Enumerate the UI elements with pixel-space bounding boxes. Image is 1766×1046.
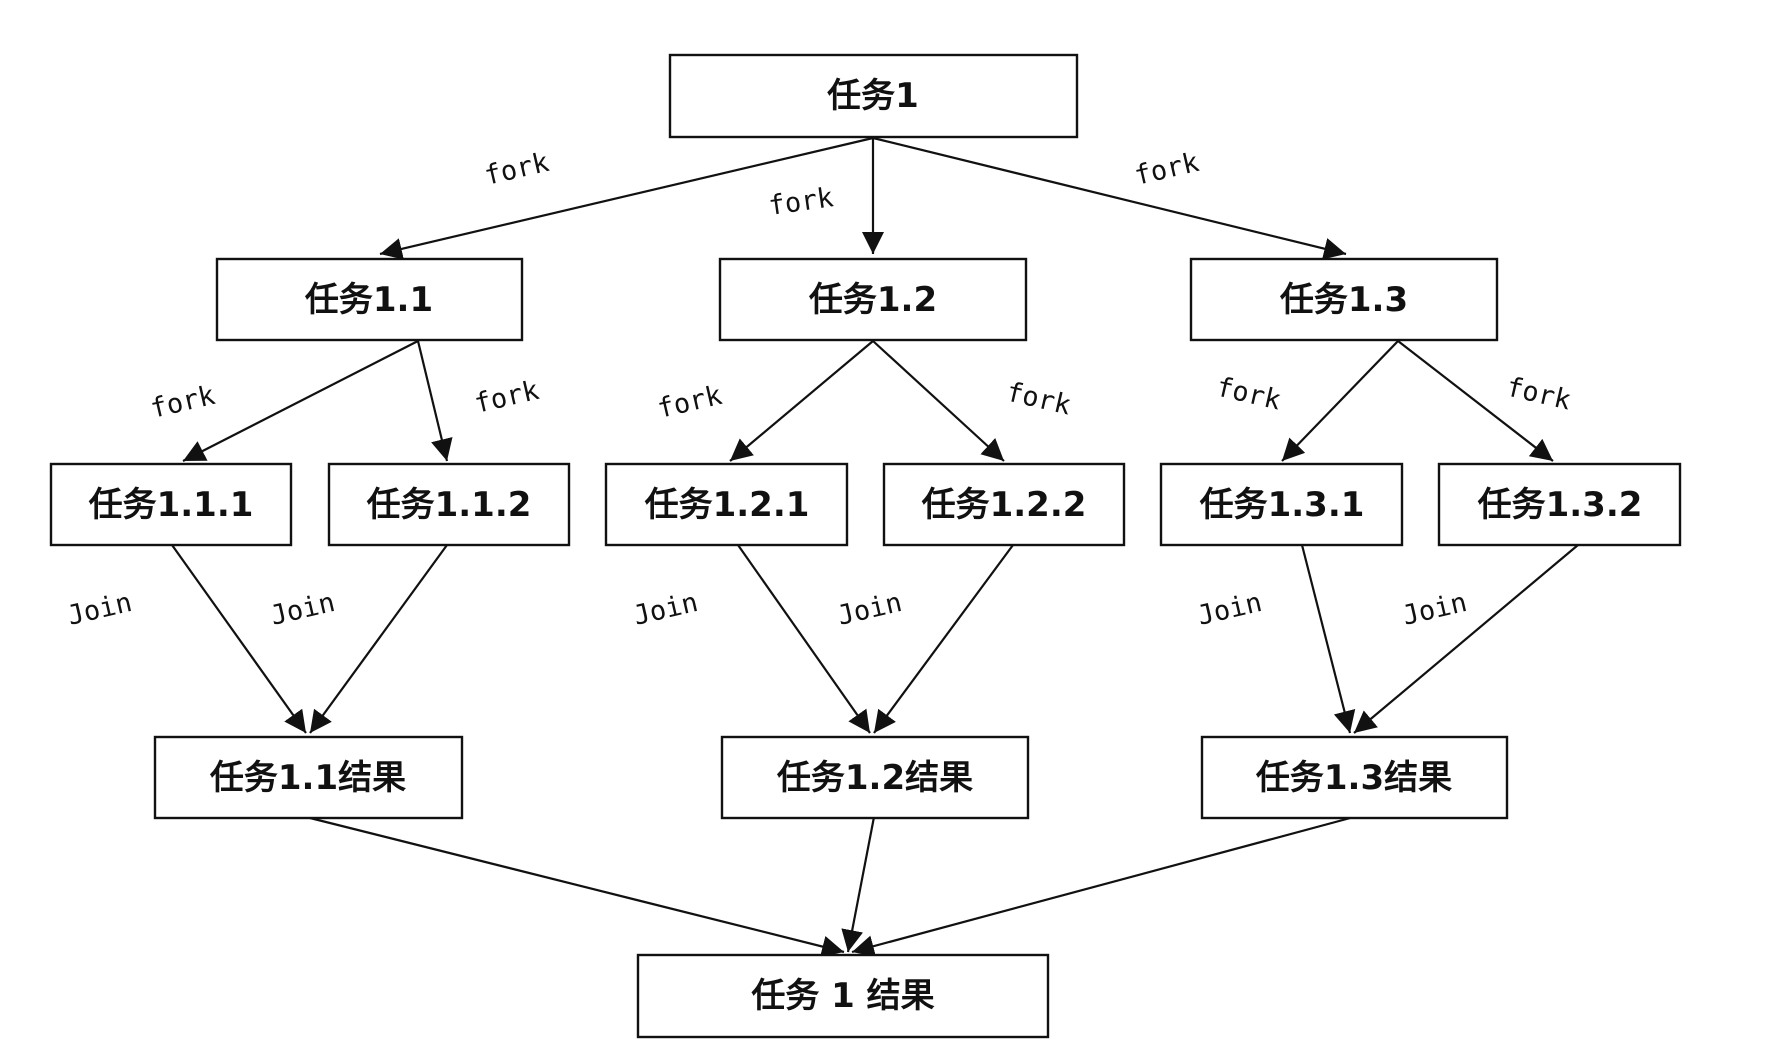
node-task-1-3: 任务1.3 — [1189, 257, 1499, 342]
join-label: Join — [835, 587, 905, 632]
fork-label: fork — [1132, 147, 1202, 192]
join-label: Join — [1400, 587, 1470, 632]
node-label: 任务1.2结果 — [777, 758, 973, 798]
edge-fork-t12-t122 — [872, 340, 1005, 462]
edge-r12-r1 — [841, 816, 876, 953]
node-task-1-1-1: 任务1.1.1 — [49, 462, 293, 547]
edge-join-t112-r11 — [309, 544, 448, 734]
edge-fork-t1-t11 — [379, 136, 874, 260]
edge-fork-t1-t13 — [872, 136, 1347, 260]
edge-join-t131-r13 — [1300, 544, 1356, 734]
edge-fork-t13-t132 — [1397, 340, 1554, 462]
node-label: 任务1.3.1 — [1200, 485, 1365, 525]
node-label: 任务1.2.1 — [645, 485, 810, 525]
node-task-1-1-result: 任务1.1结果 — [153, 735, 464, 820]
fork-label: fork — [148, 380, 218, 425]
edge-join-t121-r12 — [737, 544, 871, 734]
edges — [171, 136, 1579, 958]
node-label: 任务1.1.2 — [367, 485, 532, 525]
fork-label: fork — [655, 380, 725, 425]
fork-label: fork — [1003, 377, 1073, 422]
node-task-1-result: 任务 1 结果 — [636, 953, 1050, 1039]
edge-fork-t11-t111 — [182, 340, 419, 462]
join-label: Join — [1195, 587, 1265, 632]
fork-label: fork — [1503, 372, 1573, 417]
node-task-1-2-2: 任务1.2.2 — [882, 462, 1126, 547]
join-label: Join — [631, 587, 701, 632]
edge-fork-t13-t131 — [1281, 340, 1399, 462]
node-label: 任务1.3结果 — [1256, 758, 1452, 798]
node-task-1: 任务1 — [668, 53, 1079, 139]
node-task-1-1-2: 任务1.1.2 — [327, 462, 571, 547]
join-label: Join — [268, 587, 338, 632]
edge-r11-r1 — [305, 815, 845, 958]
node-task-1-3-1: 任务1.3.1 — [1159, 462, 1404, 547]
node-label: 任务1.1结果 — [210, 758, 406, 798]
edge-join-t132-r13 — [1353, 544, 1579, 734]
node-label: 任务1.1.1 — [89, 485, 254, 525]
node-task-1-3-result: 任务1.3结果 — [1200, 735, 1509, 820]
edge-r13-r1 — [851, 815, 1355, 957]
edge-join-t111-r11 — [171, 544, 307, 734]
edge-fork-t12-t121 — [729, 340, 874, 462]
node-label: 任务 1 结果 — [751, 976, 934, 1016]
node-label: 任务1.1 — [305, 280, 433, 320]
edge-fork-t11-t112 — [416, 340, 453, 462]
node-task-1-2: 任务1.2 — [718, 257, 1028, 342]
node-task-1-3-2: 任务1.3.2 — [1437, 462, 1682, 547]
fork-label: fork — [472, 375, 542, 420]
node-label: 任务1.2.2 — [922, 485, 1087, 525]
node-task-1-2-result: 任务1.2结果 — [720, 735, 1030, 820]
edge-labels: fork fork fork fork fork fork fork fork … — [65, 147, 1574, 632]
node-label: 任务1 — [827, 76, 919, 116]
join-label: Join — [65, 587, 135, 632]
node-label: 任务1.3.2 — [1478, 485, 1643, 525]
node-task-1-1: 任务1.1 — [215, 257, 524, 342]
fork-label: fork — [1213, 372, 1283, 417]
node-label: 任务1.3 — [1280, 280, 1408, 320]
fork-label: fork — [767, 182, 836, 222]
node-label: 任务1.2 — [809, 280, 937, 320]
node-task-1-2-1: 任务1.2.1 — [604, 462, 849, 547]
edge-join-t122-r12 — [873, 544, 1014, 734]
fork-label: fork — [482, 147, 552, 192]
